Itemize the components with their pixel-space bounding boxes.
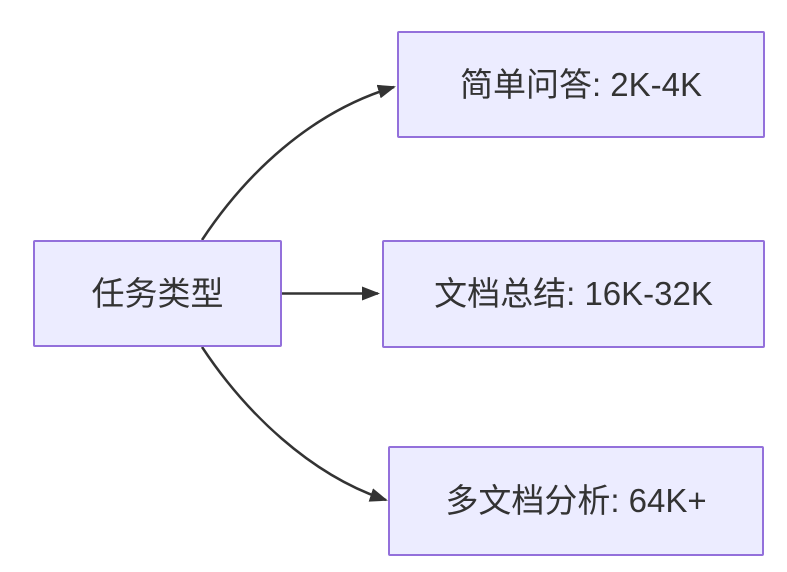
node-multi-doc-label: 多文档分析: 64K+ — [445, 482, 707, 520]
edge-task-type-to-multi-doc — [200, 346, 388, 502]
node-doc-summary-label: 文档总结: 16K-32K — [434, 275, 713, 313]
node-simple-qa: 简单问答: 2K-4K — [397, 31, 765, 138]
node-task-type: 任务类型 — [33, 240, 282, 347]
edge-task-type-to-simple-qa — [200, 84, 396, 241]
node-task-type-label: 任务类型 — [91, 274, 224, 312]
node-doc-summary: 文档总结: 16K-32K — [382, 240, 765, 348]
node-simple-qa-label: 简单问答: 2K-4K — [459, 65, 703, 103]
node-multi-doc: 多文档分析: 64K+ — [388, 446, 764, 556]
